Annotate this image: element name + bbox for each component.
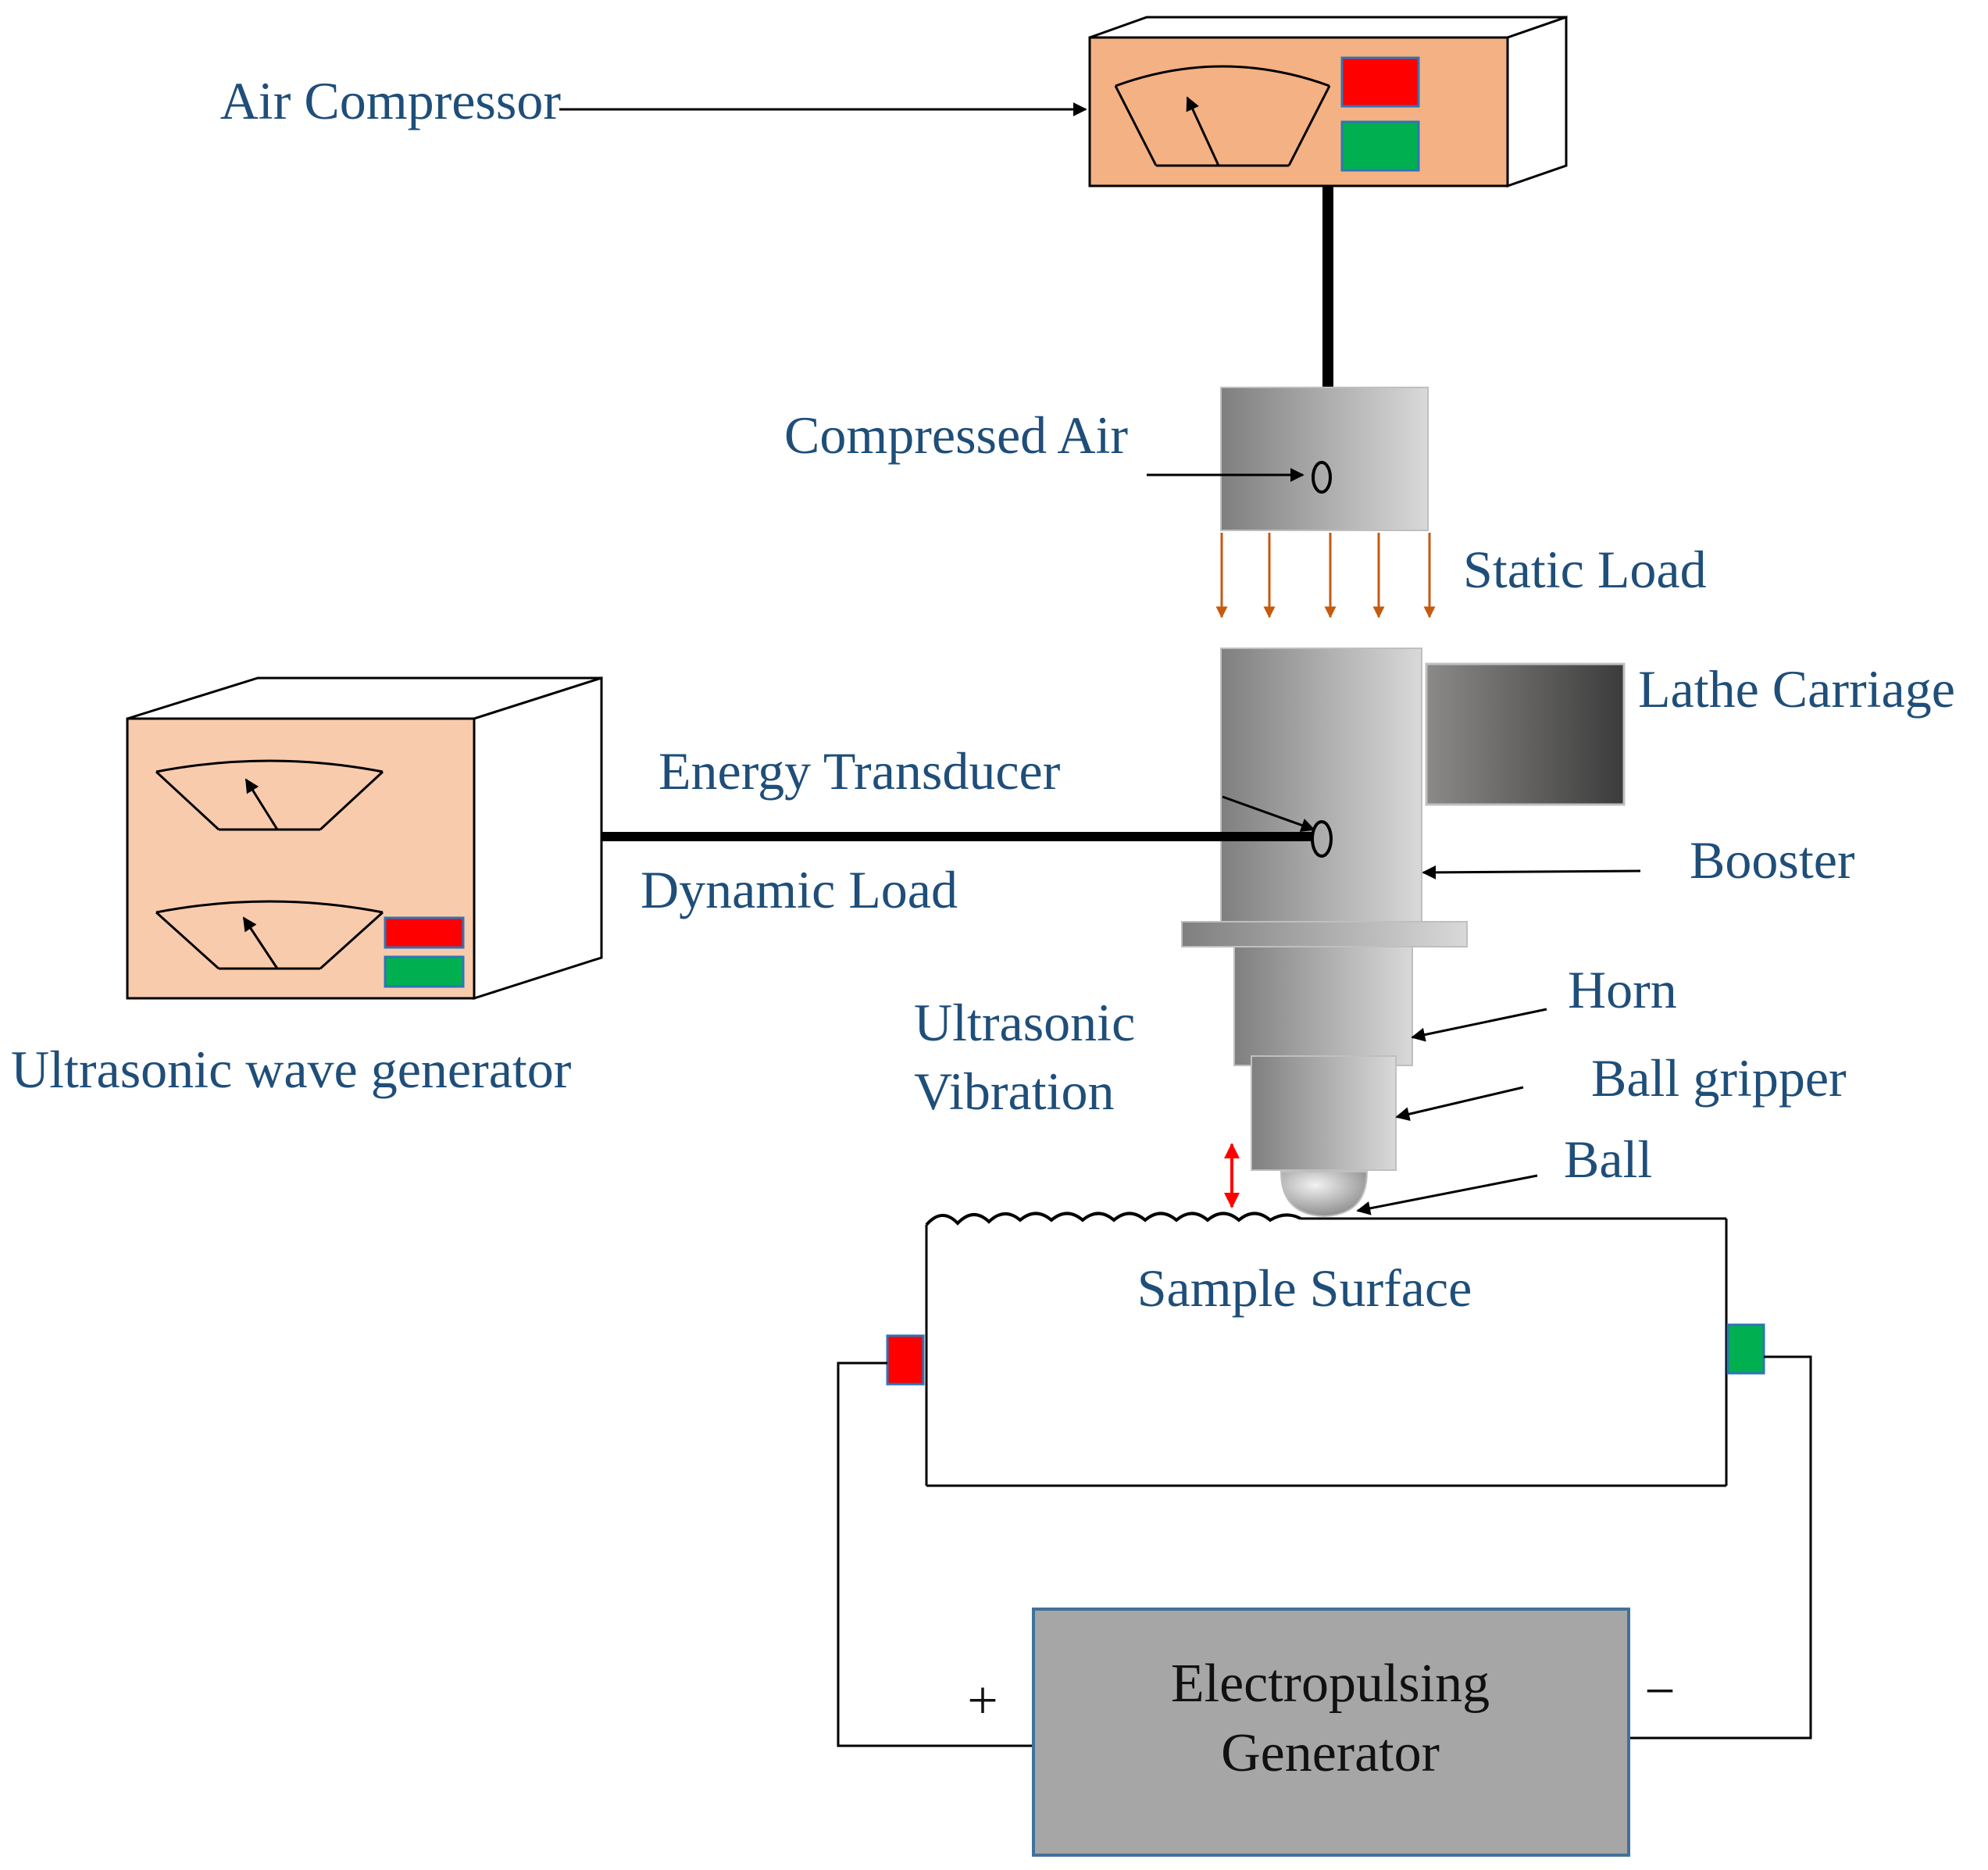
booster: [1220, 648, 1422, 923]
energy-transducer-label: Energy Transducer: [659, 741, 1061, 801]
sample-block: [925, 1212, 1728, 1487]
positive-terminal-label: +: [967, 1671, 998, 1731]
booster-flange: [1181, 921, 1468, 947]
negative-terminal-label: −: [1644, 1661, 1675, 1722]
ball-gripper-arrow: [1395, 1086, 1524, 1122]
ball-label: Ball: [1564, 1129, 1652, 1189]
negative-electrode: [1726, 1323, 1765, 1375]
pneumatic-cylinder: [1220, 387, 1429, 531]
circuit-wires: [837, 1355, 1812, 1747]
horn: [1233, 946, 1413, 1066]
red-indicator-light: [1340, 56, 1420, 108]
gauge-dial-icon: [155, 900, 384, 970]
air-compressor: [1088, 15, 1568, 188]
valve-port-icon: [1312, 461, 1332, 494]
electropulsing-generator-label-line1: Electropulsing: [1171, 1654, 1490, 1714]
gauge-dial-icon: [155, 759, 384, 831]
static-load-label: Static Load: [1463, 540, 1707, 599]
positive-electrode: [886, 1334, 925, 1386]
ultrasonic-wave-generator: [126, 676, 603, 1001]
horn-label: Horn: [1568, 960, 1677, 1019]
ultrasonic-vibration-label-line1: Ultrasonic: [914, 993, 1135, 1052]
dynamic-load-label: Dynamic Load: [641, 860, 958, 919]
air-compressor-label: Air Compressor: [220, 71, 562, 130]
ball-gripper-label: Ball gripper: [1591, 1048, 1847, 1108]
gauge-dial-icon: [1114, 65, 1331, 167]
ultrasonic-vibration-label-line2: Vibration: [914, 1062, 1115, 1121]
lathe-carriage: [1425, 662, 1626, 806]
red-indicator-light: [384, 916, 465, 949]
ball: [1280, 1171, 1369, 1218]
horn-arrow: [1411, 1008, 1547, 1042]
green-indicator-light: [1340, 120, 1420, 172]
generator-front-panel: [126, 717, 476, 1000]
sample-surface-label: Sample Surface: [1137, 1258, 1472, 1318]
electropulsing-generator-label-line2: Generator: [1221, 1723, 1440, 1783]
ultrasonic-wave-generator-label: Ultrasonic wave generator: [11, 1040, 572, 1099]
lathe-carriage-label: Lathe Carriage: [1638, 659, 1955, 719]
electropulsing-generator: [1032, 1608, 1630, 1857]
energy-transducer-arrow: [1222, 795, 1315, 832]
ball-gripper: [1251, 1055, 1397, 1171]
compressed-air-label: Compressed Air: [784, 405, 1128, 465]
booster-label: Booster: [1690, 830, 1855, 890]
green-indicator-light: [384, 955, 465, 988]
static-load-arrows: [1215, 533, 1436, 619]
booster-arrow: [1422, 865, 1641, 880]
rough-surface: [925, 1212, 1301, 1226]
air-compressor-front-panel: [1088, 36, 1509, 187]
ball-arrow: [1356, 1174, 1538, 1215]
